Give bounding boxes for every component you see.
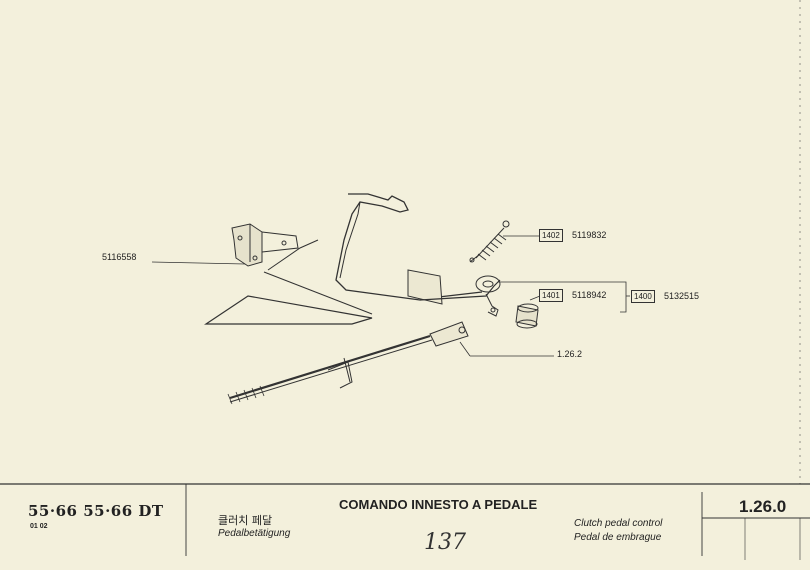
pedal-bracket-drawing [231, 223, 299, 267]
title-korean: 클러치 페달 [218, 514, 273, 527]
ref-box-bush: 1401 [539, 289, 563, 302]
title-english: Clutch pedal control [574, 518, 663, 529]
title-spanish: Pedal de embrague [574, 532, 662, 543]
bush-drawing [515, 303, 539, 329]
part-number-bush: 5118942 [572, 290, 607, 300]
part-number-spring: 5119832 [572, 230, 607, 240]
model-numbers: 55·66 55·66 DT [28, 502, 164, 520]
cross-ref-cable: 1.26.2 [557, 349, 583, 359]
ref-box-pedal: 1400 [631, 290, 655, 303]
title-italian: COMANDO INNESTO A PEDALE [339, 497, 538, 512]
spring-drawing [469, 220, 510, 263]
title-german: Pedalbetätigung [218, 528, 291, 539]
clutch-cable-drawing [227, 321, 469, 405]
part-number-pedal: 5132515 [664, 291, 700, 301]
section-number: 1.26.0 [739, 497, 787, 516]
model-suffix: 01 02 [30, 523, 48, 530]
handwritten-page-number: 137 [424, 530, 466, 555]
ref-box-spring: 1402 [539, 229, 563, 242]
part-number-bracket: 5116558 [102, 252, 137, 262]
clutch-pedal-drawing [335, 193, 501, 317]
